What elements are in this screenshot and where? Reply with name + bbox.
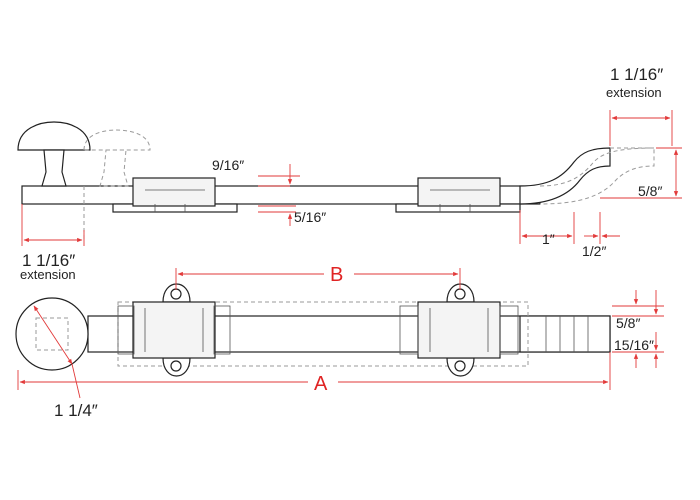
knob-extension-value: 1 1/16″ <box>22 251 75 270</box>
hook-extension-value: 1 1/16″ <box>610 65 663 84</box>
keeper-right-plan <box>399 283 519 377</box>
knob-side <box>17 121 91 187</box>
dim-b-label: B <box>330 264 343 286</box>
hook-drop-label: 5/8″ <box>638 183 662 199</box>
keeper-left-plan <box>117 283 231 377</box>
plan-view <box>15 268 664 399</box>
side-view <box>17 110 682 246</box>
knob-extension-note: extension <box>20 267 76 282</box>
end-height-label: 15/16″ <box>614 337 654 353</box>
keeper-left-side <box>112 177 238 213</box>
hook-offset-label: 1/2″ <box>582 243 606 259</box>
knob-plan <box>15 297 89 399</box>
keeper-plate-label: 5/16″ <box>294 209 326 225</box>
end-width-label: 5/8″ <box>616 315 640 331</box>
keeper-right-side <box>395 177 521 213</box>
hook-end <box>519 147 611 205</box>
bar-thickness-label: 9/16″ <box>212 157 244 173</box>
end-slot <box>519 315 611 353</box>
knob-diameter-label: 1 1/4″ <box>54 401 98 420</box>
hook-extension-ghost <box>539 147 655 205</box>
dim-a-label: A <box>314 373 328 395</box>
hook-extension-note: extension <box>606 85 662 100</box>
hook-gap-label: 1″ <box>542 231 555 247</box>
